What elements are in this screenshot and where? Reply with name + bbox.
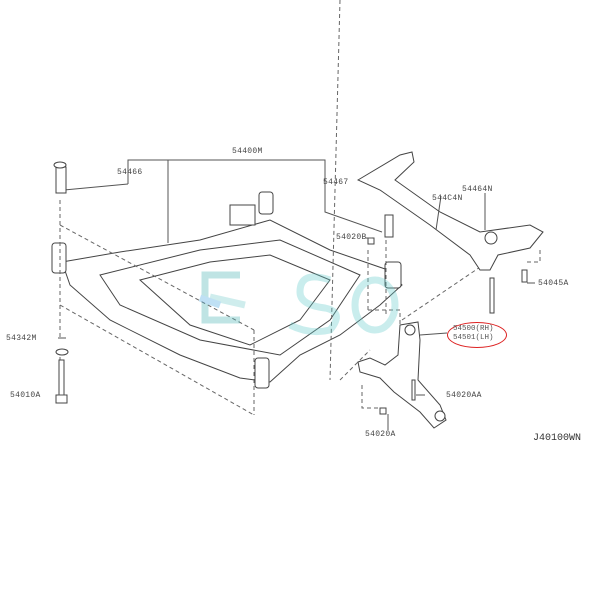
label-frame: 54400M	[232, 147, 263, 156]
label-stabilizer: 544C4N	[432, 194, 463, 203]
label-arm-lh: 54501(LH)	[453, 334, 494, 342]
label-stab-bolt: 54045A	[538, 279, 569, 288]
lower-control-arm	[357, 321, 447, 429]
label-nut: 54020B	[336, 233, 367, 242]
label-bolt-right: 54467	[323, 178, 349, 187]
label-arm-rh: 54500(RH)	[453, 325, 494, 333]
left-bolts	[53, 161, 394, 404]
label-arm-bolt2: 54020A	[365, 430, 396, 439]
label-washer: 54342M	[6, 334, 37, 343]
label-arm-bolt: 54020AA	[446, 391, 482, 400]
label-long-bolt: 54010A	[10, 391, 41, 400]
highlight-ellipse	[447, 322, 507, 348]
watermark-logo	[198, 271, 399, 336]
diagram-code: J40100WN	[533, 433, 582, 444]
label-bushing: 54464N	[462, 185, 493, 194]
leader-line	[127, 159, 326, 165]
stabilizer-bar	[356, 151, 544, 314]
label-bolt-left: 54466	[117, 168, 143, 177]
label-arm-pair: 54500(RH) 54501(LH)	[453, 325, 494, 343]
subframe	[51, 191, 403, 389]
